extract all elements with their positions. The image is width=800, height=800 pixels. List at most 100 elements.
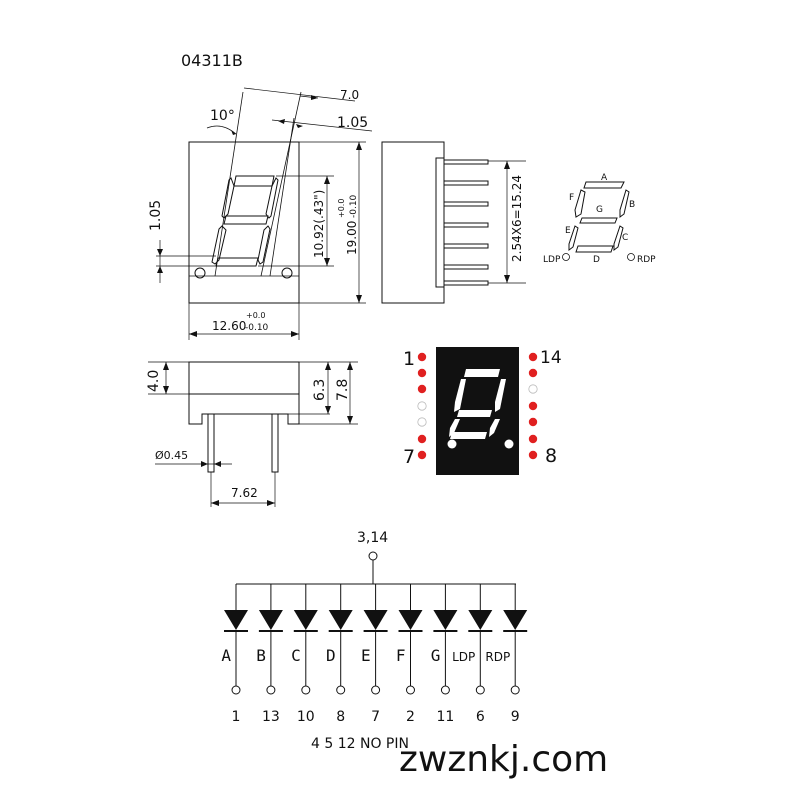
diode-label: A <box>221 646 231 665</box>
common-pin-label: 3,14 <box>357 530 388 546</box>
pinout-digit <box>447 369 514 449</box>
side-body <box>381 141 445 304</box>
seg-label-d: D <box>593 255 600 265</box>
diode-label: F <box>396 646 406 665</box>
part-number: 04311B <box>181 51 243 70</box>
segment-map: A F B G E C D LDP RDP <box>543 173 656 265</box>
dim-pin-diam: Ø0.45 <box>155 449 188 462</box>
dim-width-main: 12.60 <box>212 319 246 333</box>
dim-width-tol-plus: +0.0 <box>246 311 265 320</box>
diode-pin-node <box>266 685 276 695</box>
dim-top-7: 7.0 <box>340 88 359 102</box>
front-digit-segments <box>211 175 279 267</box>
front-hole-right <box>281 267 293 279</box>
diode-pin-number: 1 <box>232 709 241 725</box>
diode-c: C 10 <box>291 584 318 725</box>
diode-label: RDP <box>485 650 510 664</box>
front-body-outline <box>188 141 300 304</box>
seg-label-g: G <box>596 205 603 215</box>
seg-label-a: A <box>601 173 608 183</box>
side-pins <box>443 159 489 286</box>
pinout-left-pins <box>417 352 427 460</box>
diode-label: LDP <box>452 650 475 664</box>
diode-pin-node <box>440 685 450 695</box>
pin-label-1: 1 <box>403 348 415 370</box>
diode-triangle <box>468 610 493 630</box>
diode-triangle <box>363 610 388 630</box>
diode-ldp: LDP 6 <box>452 584 493 725</box>
diode-label: B <box>256 646 266 665</box>
diode-g: G11 <box>431 584 458 725</box>
common-node <box>368 551 378 561</box>
dim-bottom-63: 6.3 <box>312 379 328 401</box>
dim-height-tol-minus: -0.10 <box>349 194 359 218</box>
diode-pin-node <box>371 685 381 695</box>
seg-label-c: C <box>622 233 628 243</box>
no-pin-note: 4 5 12 NO PIN <box>311 736 409 752</box>
pin-label-14: 14 <box>540 348 562 368</box>
diode-triangle <box>503 610 528 630</box>
pinout-diagram: 1 7 14 8 <box>403 347 562 475</box>
seg-label-e: E <box>565 226 571 236</box>
diode-pin-node <box>301 685 311 695</box>
pin-label-8: 8 <box>545 445 557 467</box>
bottom-view: 4.0 6.3 7.8 Ø0.45 7.62 <box>146 361 358 507</box>
diode-pin-node <box>475 685 485 695</box>
front-view: 10° 7.0 1.05 1.05 10.92(.43") 19.00 <box>148 87 373 340</box>
bottom-pin-right <box>271 413 279 473</box>
diode-triangle <box>224 610 248 630</box>
bottom-body <box>188 361 300 395</box>
dim-seg-105: 1.05 <box>337 115 368 131</box>
diode-triangle <box>398 610 423 630</box>
diode-f: F2 <box>396 584 423 725</box>
diode-pin-number: 7 <box>371 709 380 725</box>
diode-triangle <box>293 610 318 630</box>
diode-pin-number: 2 <box>406 709 415 725</box>
dim-width-tol-minus: -0.10 <box>245 323 269 333</box>
rdp-dot <box>627 253 635 261</box>
pin-label-7: 7 <box>403 446 415 468</box>
diode-triangle <box>258 610 283 630</box>
side-view: 2.54X6=15.24 <box>381 141 526 304</box>
dim-pin-pitch: 2.54X6=15.24 <box>510 175 524 262</box>
ldp-dot <box>562 253 570 261</box>
diode-b: B 13 <box>256 584 283 725</box>
dim-bottom-78: 7.8 <box>335 379 351 401</box>
diode-pin-number: 13 <box>262 709 280 725</box>
diode-pin-node <box>231 685 241 695</box>
diode-label: C <box>291 646 301 665</box>
diode-pin-number: 9 <box>511 709 520 725</box>
diode-pin-node <box>336 685 346 695</box>
dim-pin-spacing: 7.62 <box>231 486 258 500</box>
diode-label: D <box>326 646 336 665</box>
diode-pin-number: 10 <box>297 709 315 725</box>
diode-a: A1 <box>221 584 248 725</box>
diode-rdp: RDP 9 <box>485 584 528 725</box>
diode-triangle <box>328 610 353 630</box>
front-hole-left <box>194 267 206 279</box>
diode-pin-number: 6 <box>476 709 485 725</box>
seg-label-b: B <box>629 200 635 210</box>
bottom-pin-left <box>207 413 215 473</box>
dim-height-main: 19.00 <box>345 221 359 255</box>
diode-pin-number: 8 <box>336 709 345 725</box>
diode-d: D8 <box>326 584 353 725</box>
seg-label-f: F <box>569 193 574 203</box>
dim-height-tol-plus: +0.0 <box>337 199 346 218</box>
diode-pin-node <box>510 685 520 695</box>
dim-digit-height: 10.92(.43") <box>312 190 326 258</box>
angle-label: 10° <box>210 108 235 124</box>
diode-pin-number: 11 <box>436 709 454 725</box>
diode-label: E <box>361 646 371 665</box>
diode-triangle <box>433 610 458 630</box>
seg-label-rdp: RDP <box>637 255 656 265</box>
diode-pin-node <box>406 685 415 695</box>
watermark: zwznkj.com <box>399 739 608 780</box>
dim-seg-left-105: 1.05 <box>148 200 164 231</box>
diode-e: E7 <box>361 584 388 725</box>
seg-label-ldp: LDP <box>543 255 561 265</box>
dim-bottom-body: 4.0 <box>146 370 162 392</box>
